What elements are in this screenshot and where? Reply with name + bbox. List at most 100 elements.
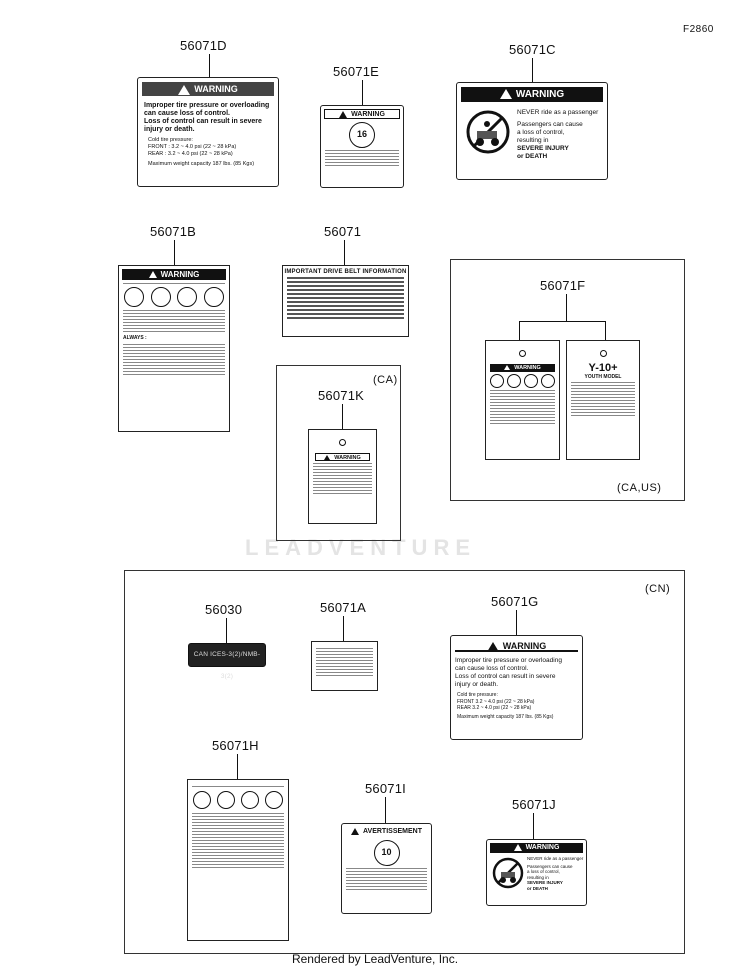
helmet-icon xyxy=(203,287,224,307)
label-body: Improper tire pressure or overloading ca… xyxy=(455,657,562,688)
label-56071J[interactable]: WARNING NEVER ride as a passenger Passen… xyxy=(486,839,587,906)
leader-line xyxy=(209,54,210,78)
no-passenger-icon xyxy=(177,287,198,307)
no-passenger-icon xyxy=(241,791,259,809)
label-56071F-right[interactable]: Y-10+ YOUTH MODEL xyxy=(566,340,640,460)
leader-line xyxy=(605,321,606,341)
part-number-56030[interactable]: 56030 xyxy=(205,602,243,617)
age-10-badge-icon: 10 xyxy=(373,840,400,866)
warning-triangle-icon xyxy=(324,455,331,461)
tire-pressure-block: Cold tire pressure: FRONT : 3.2 ~ 4.0 ps… xyxy=(148,137,255,167)
label-56071C[interactable]: WARNING NEVER ride as a passenger Passen… xyxy=(456,82,608,180)
no-alcohol-icon xyxy=(124,287,145,307)
part-number-56071[interactable]: 56071 xyxy=(324,224,362,239)
part-number-56071I[interactable]: 56071I xyxy=(365,781,406,796)
region-label-ca: (CA) xyxy=(373,374,398,386)
warning-triangle-icon xyxy=(178,84,191,95)
label-header: AVERTISSEMENT xyxy=(345,827,428,837)
warning-triangle-icon xyxy=(486,641,499,652)
leader-line xyxy=(533,813,534,840)
leader-line xyxy=(343,616,344,642)
leader-line xyxy=(174,240,175,266)
label-56071D[interactable]: WARNING Improper tire pressure or overlo… xyxy=(137,77,279,187)
leader-line xyxy=(237,754,238,780)
label-56071H[interactable] xyxy=(187,779,289,941)
tire-pressure-block: Cold tire pressure: FRONT 3.2 ~ 4.0 psi … xyxy=(457,692,554,720)
warning-triangle-icon xyxy=(513,843,522,851)
label-56071G[interactable]: WARNING Improper tire pressure or overlo… xyxy=(450,635,583,740)
part-number-56071K[interactable]: 56071K xyxy=(318,388,365,403)
pictogram-row xyxy=(121,287,227,307)
label-header: WARNING xyxy=(122,269,226,280)
label-header: WARNING xyxy=(490,843,583,853)
pictogram-row xyxy=(488,374,557,388)
age-16-badge-icon: 16 xyxy=(349,122,375,148)
part-number-56071C[interactable]: 56071C xyxy=(509,42,556,57)
label-body: NEVER ride as a passenger Passengers can… xyxy=(527,856,584,891)
label-header: WARNING xyxy=(315,453,370,461)
leader-line xyxy=(226,618,227,644)
label-56071B[interactable]: WARNING ALWAYS : xyxy=(118,265,230,432)
part-number-56071J[interactable]: 56071J xyxy=(512,797,556,812)
label-56071K[interactable]: WARNING xyxy=(308,429,377,524)
part-number-56071F[interactable]: 56071F xyxy=(540,278,586,293)
leader-line xyxy=(362,80,363,106)
label-header: WARNING xyxy=(455,640,578,652)
part-number-56071A[interactable]: 56071A xyxy=(320,600,367,615)
part-number-56071G[interactable]: 56071G xyxy=(491,594,539,609)
leader-line xyxy=(342,404,343,430)
label-56071E[interactable]: WARNING 16 xyxy=(320,105,404,188)
part-number-56071E[interactable]: 56071E xyxy=(333,64,380,79)
region-frame-cn xyxy=(124,570,685,954)
no-paved-road-icon xyxy=(217,791,235,809)
leader-line xyxy=(532,58,533,83)
part-number-56071B[interactable]: 56071B xyxy=(150,224,197,239)
youth-model-label: YOUTH MODEL xyxy=(584,374,622,380)
figure-code: F2860 xyxy=(683,24,714,35)
leader-line xyxy=(344,240,345,266)
warning-triangle-icon xyxy=(504,365,511,371)
label-56071I[interactable]: AVERTISSEMENT 10 xyxy=(341,823,432,914)
leader-line xyxy=(566,294,567,321)
region-label-ca-us: (CA,US) xyxy=(617,482,662,494)
warning-triangle-icon xyxy=(339,110,348,118)
hang-hole-icon xyxy=(599,350,607,357)
region-frame-ca xyxy=(276,365,401,541)
part-number-56071H[interactable]: 56071H xyxy=(212,738,259,753)
youth-badge: Y-10+ xyxy=(588,362,618,374)
footer-credit: Rendered by LeadVenture, Inc. xyxy=(291,952,459,966)
no-paved-road-icon xyxy=(150,287,171,307)
hang-hole-icon xyxy=(519,350,526,357)
label-56071F-left[interactable]: WARNING xyxy=(485,340,560,460)
label-header: IMPORTANT DRIVE BELT INFORMATION xyxy=(284,269,407,275)
label-body: Improper tire pressure or overloading ca… xyxy=(144,102,270,133)
region-frame-ca-us xyxy=(450,259,685,501)
label-56030[interactable]: CAN ICES-3(2)/NMB-3(2) xyxy=(188,643,266,680)
label-header: WARNING xyxy=(490,364,555,372)
part-number-56071D[interactable]: 56071D xyxy=(180,38,227,53)
no-alcohol-icon xyxy=(193,791,211,809)
pictogram-row xyxy=(190,791,286,809)
no-passenger-icon xyxy=(492,857,524,889)
label-56071[interactable]: IMPORTANT DRIVE BELT INFORMATION xyxy=(282,265,409,337)
no-passenger-icon xyxy=(524,374,539,388)
leader-line xyxy=(516,610,517,636)
leader-line xyxy=(385,797,386,824)
watermark: LEADVENTURE xyxy=(245,535,477,560)
warning-triangle-icon xyxy=(351,827,359,835)
no-alcohol-icon xyxy=(489,374,504,388)
warning-triangle-icon xyxy=(148,271,157,279)
label-header: WARNING xyxy=(324,109,400,119)
label-body: NEVER ride as a passenger Passengers can… xyxy=(517,109,599,160)
region-label-cn: (CN) xyxy=(645,583,671,595)
leader-line xyxy=(519,321,520,341)
hang-hole-icon xyxy=(339,439,346,446)
no-passenger-icon xyxy=(465,109,511,155)
leader-branch xyxy=(519,321,605,322)
helmet-icon xyxy=(541,374,556,388)
label-header: WARNING xyxy=(142,82,274,96)
helmet-icon xyxy=(265,791,283,809)
no-paved-road-icon xyxy=(506,374,521,388)
label-56071A[interactable] xyxy=(311,641,378,691)
warning-triangle-icon xyxy=(499,89,512,100)
